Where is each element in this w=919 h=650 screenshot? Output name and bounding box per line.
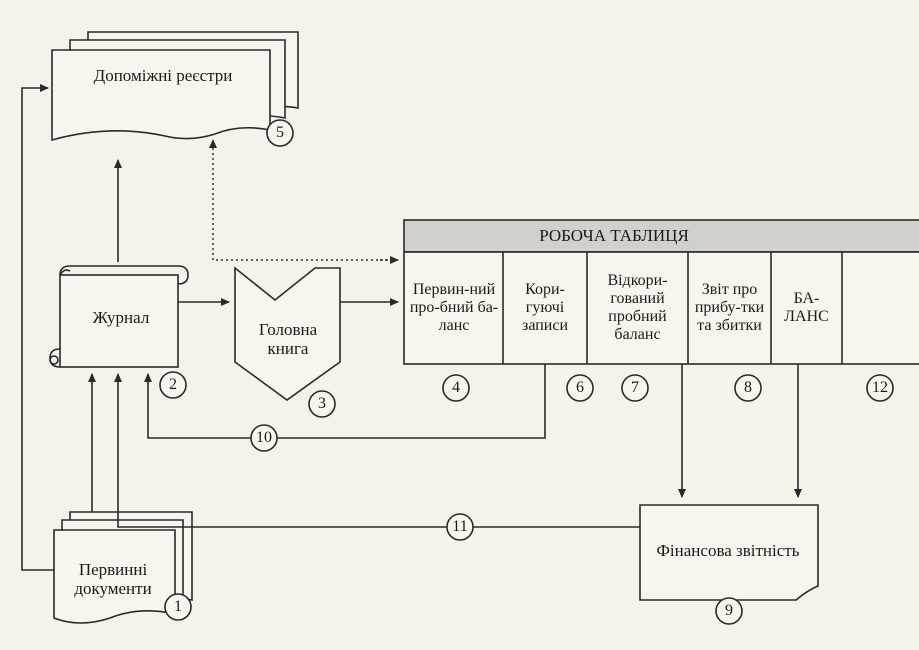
- worksheet-title: РОБОЧА ТАБЛИЦЯ: [539, 226, 689, 246]
- ledger-label: Головна книга: [258, 319, 318, 358]
- arrow-docs-registers: [21, 84, 54, 571]
- source-docs-label: Первинні документи: [74, 559, 152, 598]
- worksheet-col-balance: БА-ЛАНС: [784, 290, 829, 325]
- journal-label: Журнал: [92, 308, 150, 328]
- step-5: 5: [276, 124, 284, 142]
- step-3: 3: [318, 395, 326, 413]
- step-10: 10: [256, 429, 272, 447]
- step-1: 1: [174, 598, 182, 616]
- source-docs-stack: [53, 511, 193, 624]
- worksheet-col-income: Звіт про прибу-тки та збитки: [694, 281, 765, 334]
- arrow-reports-journal: [114, 373, 640, 528]
- registers-label: Допоміжні реєстри: [93, 66, 233, 86]
- step-circles: [159, 119, 894, 625]
- step-2: 2: [169, 376, 177, 394]
- worksheet-col-adjusted-tb: Відкори-гований пробний баланс: [607, 272, 668, 343]
- dotted-link-worksheet-registers: [209, 139, 398, 261]
- worksheet-col-trial-balance: Первин-ний про-бний ба-ланс: [409, 281, 499, 334]
- step-11: 11: [452, 518, 468, 536]
- step-8: 8: [744, 379, 752, 397]
- fin-reports-label: Фінансова звітність: [656, 541, 800, 561]
- worksheet-table: [403, 219, 919, 365]
- step-7: 7: [631, 379, 639, 397]
- journal-scroll: [49, 265, 189, 368]
- worksheet-col-adjusting: Кори-гуючі записи: [522, 281, 568, 334]
- worksheet-col-extra: [845, 256, 915, 360]
- ledger-shape: [234, 266, 341, 401]
- step-9: 9: [725, 602, 733, 620]
- registers-stack: [51, 31, 299, 142]
- step-4: 4: [452, 379, 460, 397]
- step-12: 12: [872, 379, 888, 397]
- fin-reports-shape: [639, 504, 819, 601]
- arrow-adjust-journal: [144, 364, 546, 439]
- step-6: 6: [576, 379, 584, 397]
